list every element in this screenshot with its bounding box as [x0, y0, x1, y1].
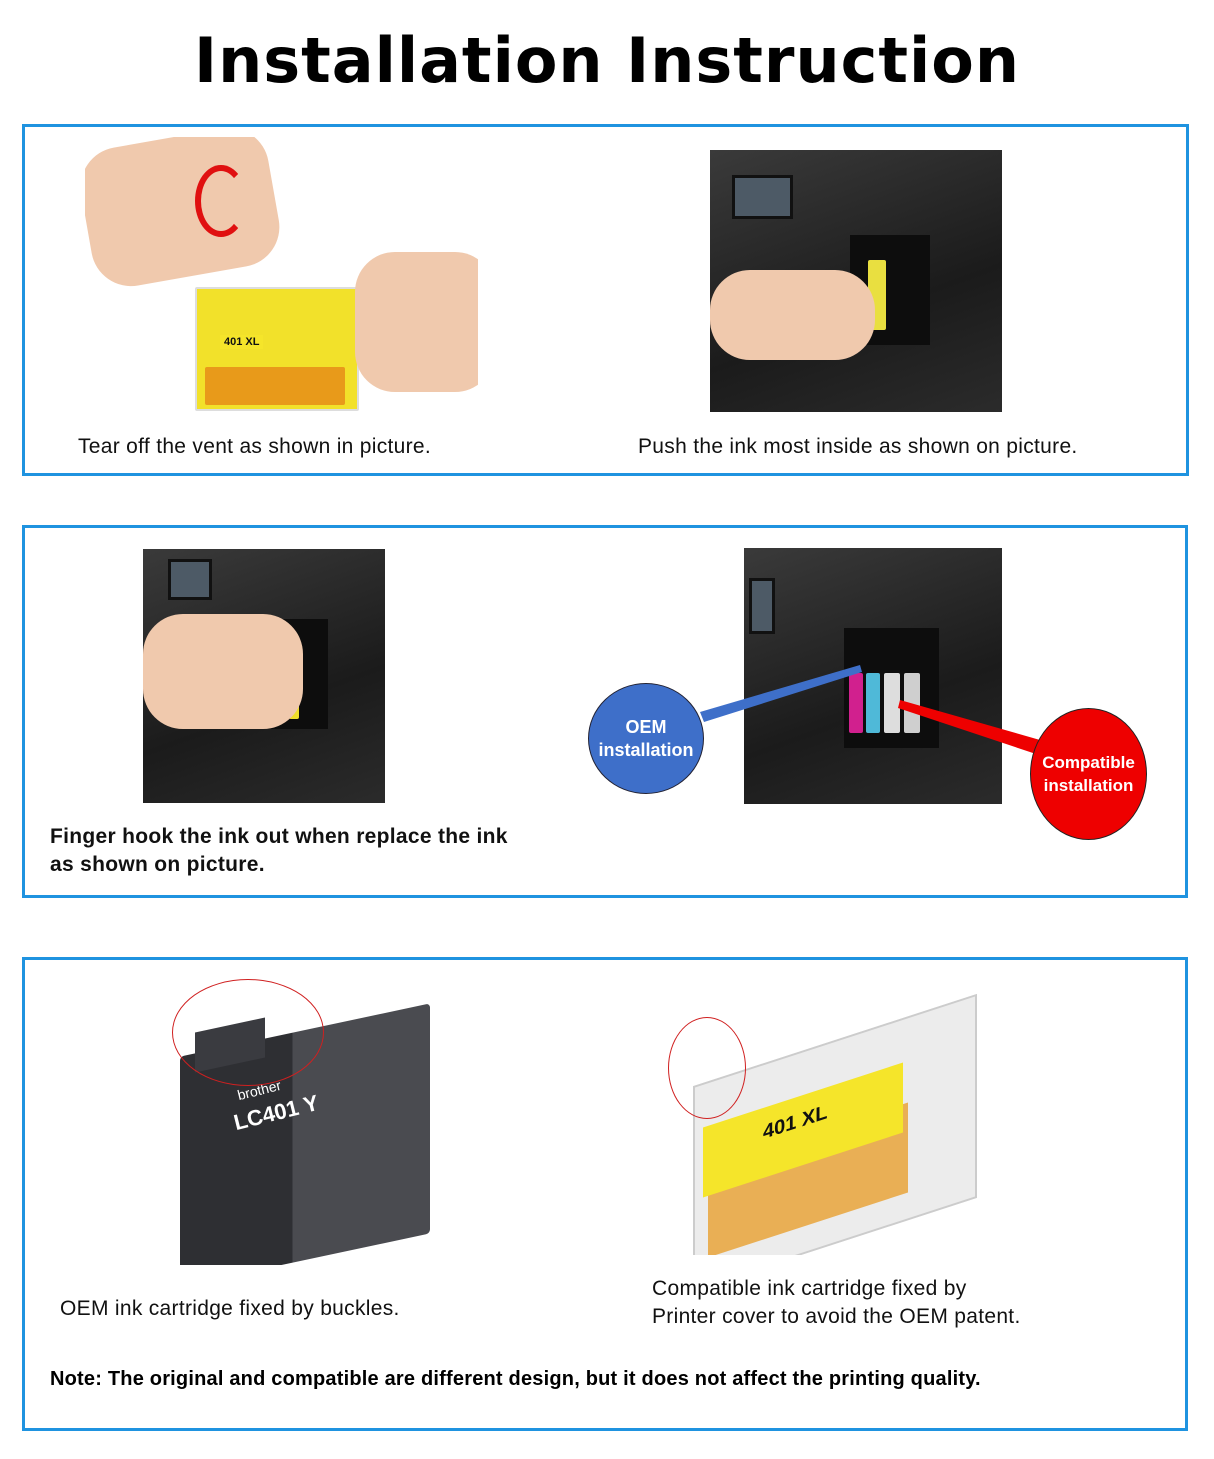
tear-vent-photo: 401 XL	[85, 137, 478, 412]
compatible-installation-badge: Compatible installation	[1030, 708, 1147, 840]
step6-caption-line2: Printer cover to avoid the OEM patent.	[652, 1305, 1021, 1328]
cartridge-magenta	[849, 673, 863, 733]
highlight-circle	[668, 1017, 746, 1119]
note-text: Note: The original and compatible are di…	[50, 1368, 981, 1390]
hand-right	[355, 252, 478, 392]
step6-caption-line1: Compatible ink cartridge fixed by	[652, 1277, 967, 1300]
section-box-1	[22, 124, 1189, 476]
cartridge-label: 401 XL	[220, 335, 264, 349]
tear-arrow-icon	[195, 165, 247, 237]
highlight-circle	[172, 979, 324, 1086]
compatible-cartridge-photo: 401 XL	[668, 975, 988, 1255]
oem-vs-compatible-photo	[744, 548, 1002, 804]
section-box-2	[22, 525, 1188, 898]
oem-installation-badge: OEM installation	[588, 683, 704, 794]
printer-screen	[732, 175, 793, 219]
finger	[710, 270, 875, 360]
page-title: Installation Instruction	[194, 24, 1020, 97]
cartridge-black	[904, 673, 920, 733]
cartridge-clear	[884, 673, 900, 733]
step1-caption: Tear off the vent as shown in picture.	[78, 435, 432, 458]
cartridge-cyan	[866, 673, 880, 733]
cartridge-ink	[205, 367, 345, 405]
section-box-3	[22, 957, 1188, 1431]
finger-hook-photo	[143, 549, 385, 803]
step3-caption-line2: as shown on picture.	[50, 853, 265, 876]
step3-caption-line1: Finger hook the ink out when replace the…	[50, 825, 508, 848]
printer-screen	[168, 559, 212, 600]
printer-screen	[749, 578, 775, 634]
oem-cartridge-photo: LC401 Y brother	[165, 970, 445, 1265]
step2-caption: Push the ink most inside as shown on pic…	[638, 435, 1078, 458]
push-ink-photo	[710, 150, 1002, 412]
compatible-pointer	[898, 700, 1040, 754]
step5-caption: OEM ink cartridge fixed by buckles.	[60, 1297, 400, 1320]
finger	[143, 614, 303, 729]
oem-pointer	[700, 665, 862, 722]
